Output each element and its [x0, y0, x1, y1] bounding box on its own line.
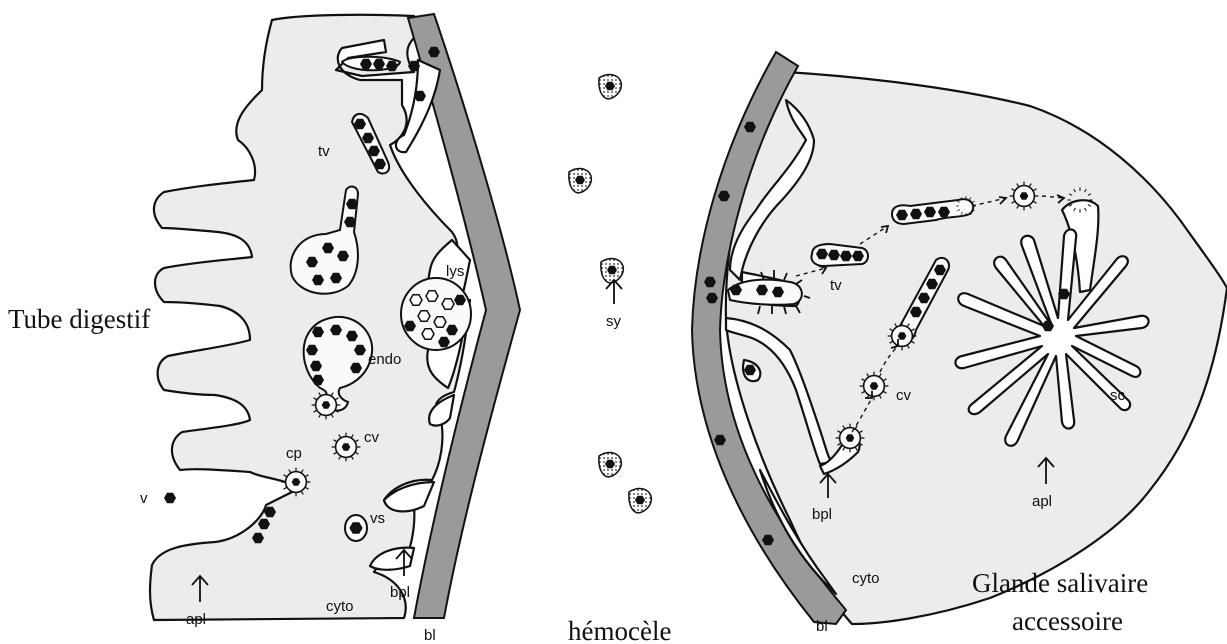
virus-symbiont-complex [629, 489, 651, 513]
gut-cell: tv lys endo [140, 14, 520, 644]
label-tv-gut: tv [318, 143, 330, 160]
virus-symbiont-complex [599, 75, 621, 99]
free-virus [164, 493, 176, 503]
degraded-particle [426, 291, 438, 301]
label-cyto-gland: cyto [852, 570, 880, 587]
title-gland-line1: Glande salivaire [972, 568, 1148, 598]
label-sy: sy [606, 313, 622, 330]
label-bpl-gland: bpl [812, 506, 832, 523]
degraded-particle [410, 295, 422, 305]
label-cyto-gut: cyto [326, 598, 354, 615]
title-gut: Tube digestif [8, 304, 150, 334]
label-vs: vs [370, 510, 385, 527]
label-sc: sc [1110, 387, 1126, 404]
label-bpl-gut: bpl [390, 584, 410, 601]
sy-arrow [606, 280, 622, 304]
title-hemocoel: hémocèle [568, 616, 671, 644]
virus-symbiont-complex [569, 169, 591, 193]
label-lys: lys [446, 263, 464, 280]
label-cv-gland: cv [896, 387, 912, 404]
label-apl-gland: apl [1032, 493, 1052, 510]
degraded-particle [422, 329, 434, 339]
virus-symbiont-complex [601, 259, 623, 283]
virus-symbiont-complex [599, 453, 621, 477]
label-tv-gland: tv [830, 277, 842, 294]
degraded-particle [434, 317, 446, 327]
title-gland-line2: accessoire [1012, 606, 1123, 636]
lysosome [401, 278, 471, 350]
label-v: v [140, 490, 148, 507]
label-cp: cp [286, 445, 302, 462]
label-endo: endo [368, 351, 401, 368]
label-apl-gut: apl [186, 611, 206, 628]
label-cv-gut: cv [364, 429, 380, 446]
hemocoel-region: sy [569, 75, 651, 513]
label-bl-gut: bl [424, 627, 436, 644]
degraded-particle [442, 299, 454, 309]
gland-cell: tv cv [692, 52, 1227, 635]
label-bl-gland: bl [816, 618, 828, 635]
degraded-particle [418, 311, 430, 321]
